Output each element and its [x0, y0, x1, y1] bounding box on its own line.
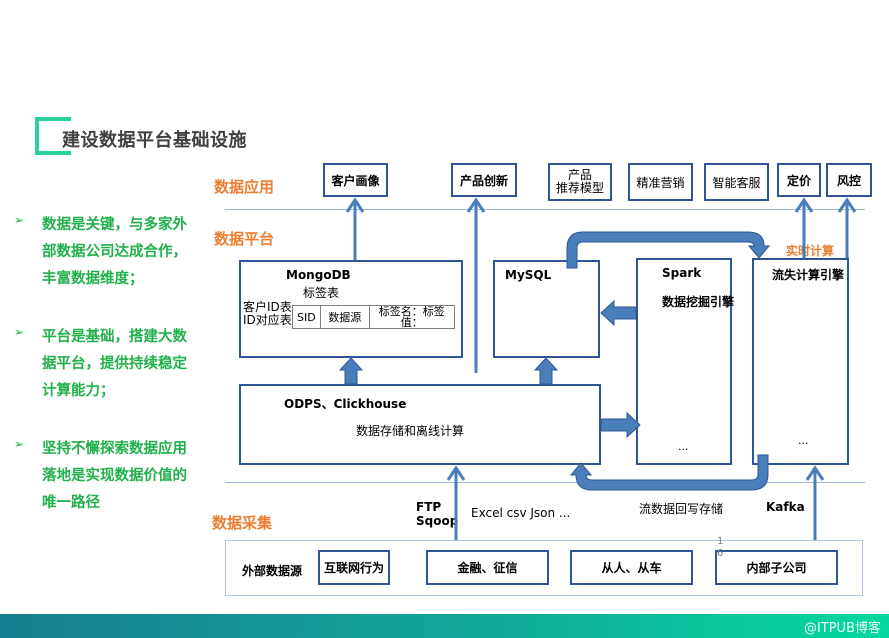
bullet-arrow-icon: ➢: [14, 437, 25, 451]
mongodb-title: MongoDB: [286, 268, 351, 282]
bullet-line: 据平台，提供持续稳定: [42, 356, 187, 372]
app-box-label-line: 产品: [567, 168, 592, 182]
page-number-digit: 1: [717, 536, 724, 547]
spark-ellipsis: ...: [678, 440, 689, 453]
side-label: ID对应表: [243, 313, 292, 327]
bullet-line: 坚持不懈探索数据应用: [42, 441, 187, 457]
realtime-compute-label: 实时计算: [786, 244, 835, 258]
bullet-line: 唯一路径: [42, 495, 100, 511]
layer-divider-top: [225, 209, 865, 210]
app-box-recommendation-model: 产品 推荐模型: [548, 163, 612, 201]
thin-arrow-to-pricing: [794, 197, 814, 258]
footer-watermark: @ITPUB博客: [803, 621, 881, 636]
layer-label-application: 数据应用: [214, 178, 275, 196]
page-number-digit: 6: [717, 548, 724, 559]
spark-title: Spark: [662, 266, 702, 280]
bullet-arrow-icon: ➢: [14, 325, 25, 339]
bullet-line: 落地是实现数据价值的: [42, 468, 187, 484]
mongodb-subtitle: 标签表: [303, 286, 340, 300]
thin-arrow-to-product-innovation: [466, 197, 486, 373]
mysql-title: MySQL: [505, 268, 552, 282]
source-box-internal-subsidiary: 内部子公司: [715, 550, 838, 585]
tag-table-cell-sid: SID: [292, 305, 321, 329]
bullet-item: ➢ 平台是基础，搭建大数 据平台，提供持续稳定 计算能力；: [14, 324, 214, 405]
mongodb-side-labels: 客户ID表 ID对应表: [243, 301, 292, 327]
source-box-person-vehicle: 从人、从车: [570, 550, 693, 585]
kafka-label: Kafka: [766, 500, 805, 514]
app-box-smart-service: 智能客服: [704, 163, 769, 201]
tag-table-cell-tag: 标签名：标签值：: [368, 305, 455, 329]
external-source-label: 外部数据源: [242, 564, 303, 578]
block-arrow-odps-to-spark: [600, 411, 641, 439]
block-arrow-odps-to-mysql: [533, 357, 559, 385]
tag-table-cell-source: 数据源: [319, 305, 370, 329]
bullet-item: ➢ 数据是关键，与多家外 部数据公司达成合作， 丰富数据维度；: [14, 212, 214, 293]
thin-arrow-to-risk-control: [837, 197, 857, 258]
thin-arrow-kafka-to-stream: [805, 465, 825, 540]
block-arrow-odps-to-mongodb: [338, 357, 364, 385]
spark-subtitle: 数据挖掘引擎: [662, 295, 735, 309]
layer-label-collection: 数据采集: [212, 514, 273, 532]
mongodb-box: MongoDB 标签表 客户ID表 ID对应表 SID 数据源 标签名：标签值：: [239, 260, 463, 358]
source-box-internet-behavior: 互联网行为: [318, 550, 390, 585]
bullet-line: 数据是关键，与多家外: [42, 217, 187, 233]
layer-divider-bottom: [225, 482, 865, 483]
app-box-risk-control: 风控: [826, 163, 872, 197]
bullet-item: ➢ 坚持不懈探索数据应用 落地是实现数据价值的 唯一路径: [14, 436, 214, 517]
stream-writeback-label: 流数据回写存储: [639, 502, 724, 516]
sqoop-label: Sqoop: [416, 514, 459, 528]
page-number: 1 6: [717, 536, 723, 560]
ftp-label: FTP: [416, 500, 442, 514]
stream-engine-box: 流失计算引擎 ...: [752, 258, 849, 465]
odps-box: ODPS、Clickhouse 数据存储和离线计算: [239, 384, 601, 465]
thin-arrow-mongodb-to-profile: [345, 197, 365, 260]
page-title: 建设数据平台基础设施: [62, 130, 247, 151]
odps-subtitle: 数据存储和离线计算: [356, 424, 465, 438]
curved-arrow-stream-writeback: [569, 454, 769, 491]
stream-engine-ellipsis: ...: [798, 434, 809, 447]
thin-arrow-ftp-to-odps: [446, 465, 466, 540]
block-arrow-spark-to-mysql: [600, 299, 637, 327]
bullet-line: 计算能力；: [42, 383, 115, 399]
file-formats-label: Excel csv Json ...: [471, 506, 571, 520]
app-box-product-innovation: 产品创新: [451, 163, 517, 197]
mysql-box: MySQL: [493, 260, 600, 358]
stream-engine-title: 流失计算引擎: [772, 268, 845, 282]
bullet-line: 丰富数据维度；: [42, 271, 144, 287]
curved-arrow-mysql-to-stream: [566, 231, 771, 269]
layer-label-platform: 数据平台: [214, 230, 275, 248]
tag-table: SID 数据源 标签名：标签值：: [292, 305, 455, 329]
spark-box: Spark 数据挖掘引擎 ...: [636, 258, 735, 465]
odps-title: ODPS、Clickhouse: [284, 397, 407, 411]
app-box-precision-marketing: 精准营销: [628, 163, 693, 201]
side-label: 客户ID表: [243, 300, 292, 314]
ftp-sqoop-label: FTP Sqoop: [416, 500, 458, 528]
footer-bar: @ITPUB博客: [0, 614, 889, 638]
bullet-line: 部数据公司达成合作，: [42, 244, 187, 260]
app-box-label-line: 推荐模型: [555, 181, 604, 195]
app-box-pricing: 定价: [777, 163, 821, 197]
source-box-finance-credit: 金融、征信: [426, 550, 549, 585]
bullet-list: ➢ 数据是关键，与多家外 部数据公司达成合作， 丰富数据维度； ➢ 平台是基础，…: [14, 212, 214, 548]
bullet-arrow-icon: ➢: [14, 213, 25, 227]
title-bracket-decoration: [35, 117, 71, 155]
bullet-line: 平台是基础，搭建大数: [42, 329, 187, 345]
app-box-customer-profile: 客户画像: [323, 163, 388, 197]
